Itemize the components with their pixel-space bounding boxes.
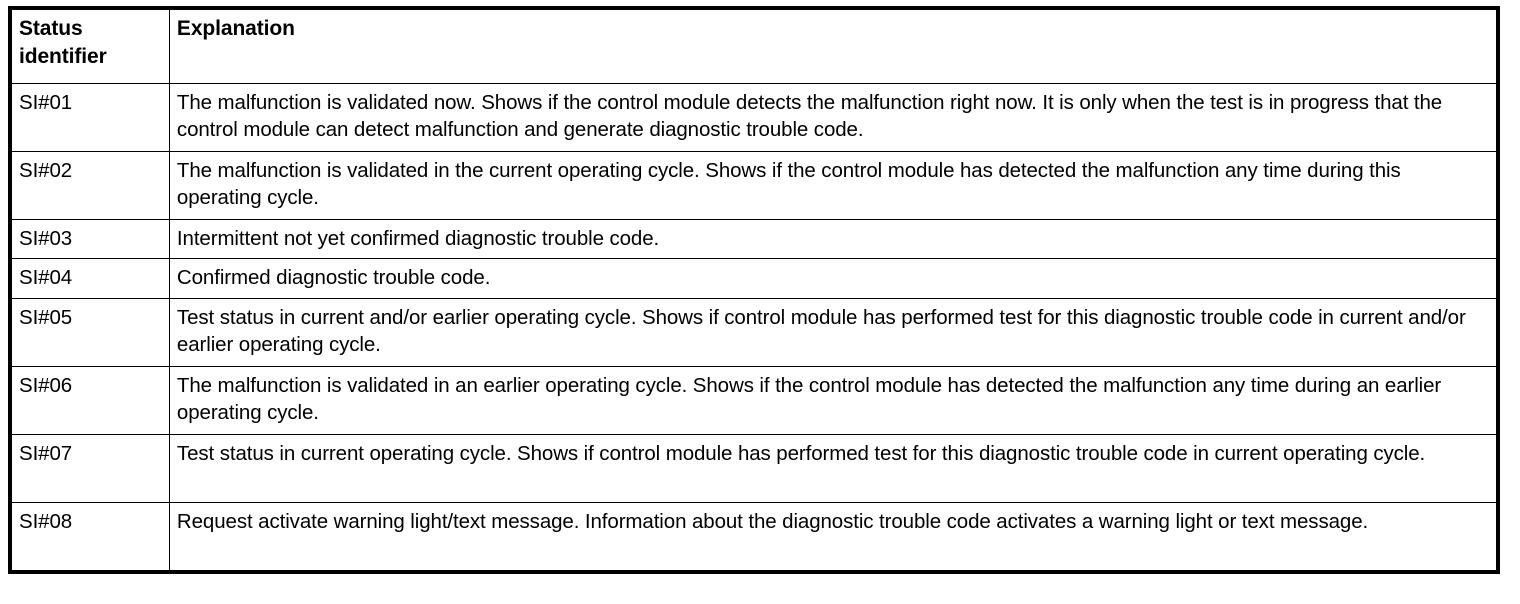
cell-status-identifier: SI#07: [9, 433, 170, 503]
table-row: SI#01 The malfunction is validated now. …: [9, 83, 1499, 152]
cell-status-identifier: SI#04: [9, 258, 170, 299]
cell-status-identifier: SI#01: [9, 83, 170, 152]
cell-status-identifier: SI#05: [9, 297, 170, 367]
table-row: SI#04 Confirmed diagnostic trouble code.: [9, 258, 1499, 299]
cell-explanation: Test status in current operating cycle. …: [168, 433, 1499, 503]
table-row: SI#03 Intermittent not yet confirmed dia…: [9, 218, 1499, 260]
cell-explanation: Confirmed diagnostic trouble code.: [168, 258, 1499, 299]
status-identifier-table: Status identifier Explanation SI#01 The …: [8, 6, 1500, 574]
cell-status-identifier: SI#03: [9, 218, 170, 260]
cell-explanation: Request activate warning light/text mess…: [168, 501, 1499, 572]
cell-explanation: Intermittent not yet confirmed diagnosti…: [168, 218, 1499, 260]
column-header-status-identifier: Status identifier: [9, 7, 170, 84]
table-row: SI#06 The malfunction is validated in an…: [9, 365, 1499, 435]
cell-status-identifier: SI#02: [9, 151, 170, 220]
cell-explanation: Test status in current and/or earlier op…: [168, 297, 1499, 367]
table-header: Status identifier Explanation: [9, 7, 1499, 84]
cell-explanation: The malfunction is validated in an earli…: [168, 365, 1499, 435]
cell-status-identifier: SI#08: [9, 501, 170, 572]
table-header-row: Status identifier Explanation: [9, 7, 1499, 84]
table-row: SI#08 Request activate warning light/tex…: [9, 501, 1499, 572]
table-row: SI#02 The malfunction is validated in th…: [9, 151, 1499, 220]
table-row: SI#07 Test status in current operating c…: [9, 433, 1499, 503]
cell-explanation: The malfunction is validated now. Shows …: [168, 83, 1499, 152]
column-header-explanation: Explanation: [168, 7, 1499, 84]
table-row: SI#05 Test status in current and/or earl…: [9, 297, 1499, 367]
cell-explanation: The malfunction is validated in the curr…: [168, 151, 1499, 220]
cell-status-identifier: SI#06: [9, 365, 170, 435]
table-body: SI#01 The malfunction is validated now. …: [9, 83, 1499, 572]
